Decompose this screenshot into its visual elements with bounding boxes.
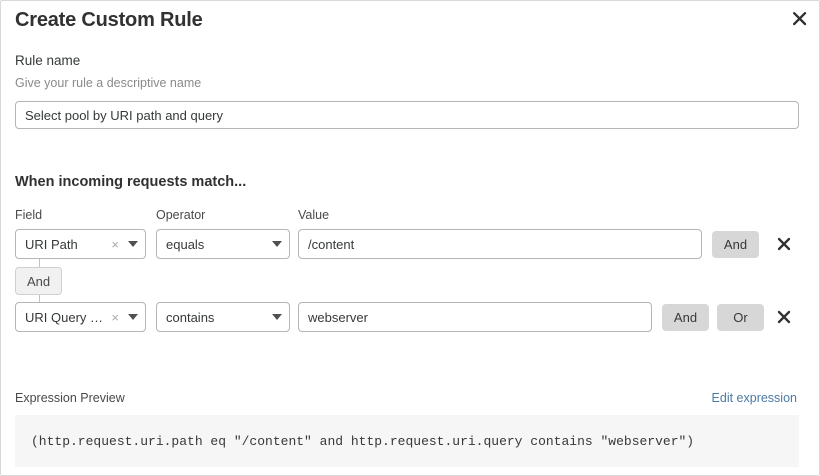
and-button[interactable]: And: [712, 231, 759, 258]
operator-select[interactable]: contains: [156, 302, 290, 332]
close-icon: [777, 237, 791, 251]
field-select[interactable]: URI Path ×: [15, 229, 146, 259]
page-title: Create Custom Rule: [15, 9, 203, 31]
field-select-value: URI Path: [25, 236, 78, 252]
rule-name-hint: Give your rule a descriptive name: [15, 76, 202, 90]
operator-select-value: equals: [166, 236, 205, 252]
connector-and-badge[interactable]: And: [15, 267, 63, 295]
condition-row: URI Path × equals And: [1, 229, 820, 263]
operator-select[interactable]: equals: [156, 229, 290, 259]
condition-connector: And: [15, 259, 135, 303]
column-header-operator: Operator: [156, 208, 206, 222]
connector-line-top: [39, 259, 40, 267]
rule-name-label: Rule name: [15, 53, 81, 68]
edit-expression-link[interactable]: Edit expression: [711, 391, 797, 405]
remove-condition-button[interactable]: [773, 306, 795, 328]
chevron-down-icon: [272, 241, 282, 247]
chevron-down-icon: [272, 314, 282, 320]
clear-icon[interactable]: ×: [111, 309, 119, 325]
condition-row: URI Query St... × contains And Or: [1, 302, 820, 336]
value-input[interactable]: [298, 302, 652, 332]
column-header-field: Field: [15, 208, 43, 222]
and-button[interactable]: And: [662, 304, 709, 331]
value-input[interactable]: [298, 229, 702, 259]
conditions-heading: When incoming requests match...: [15, 174, 247, 190]
expression-preview-code: (http.request.uri.path eq "/content" and…: [15, 415, 799, 467]
chevron-down-icon: [128, 314, 138, 320]
close-icon: [792, 11, 807, 27]
field-select[interactable]: URI Query St... ×: [15, 302, 146, 332]
operator-select-value: contains: [166, 309, 215, 325]
or-button[interactable]: Or: [717, 304, 764, 331]
rule-name-input[interactable]: [15, 101, 799, 129]
column-header-value: Value: [298, 208, 330, 222]
clear-icon[interactable]: ×: [111, 236, 119, 252]
close-dialog-button[interactable]: [787, 7, 811, 31]
chevron-down-icon: [128, 241, 138, 247]
field-select-value: URI Query St...: [25, 309, 108, 325]
close-icon: [777, 310, 791, 324]
connector-line-bottom: [39, 295, 40, 303]
expression-preview-label: Expression Preview: [15, 391, 125, 405]
remove-condition-button[interactable]: [773, 233, 795, 255]
